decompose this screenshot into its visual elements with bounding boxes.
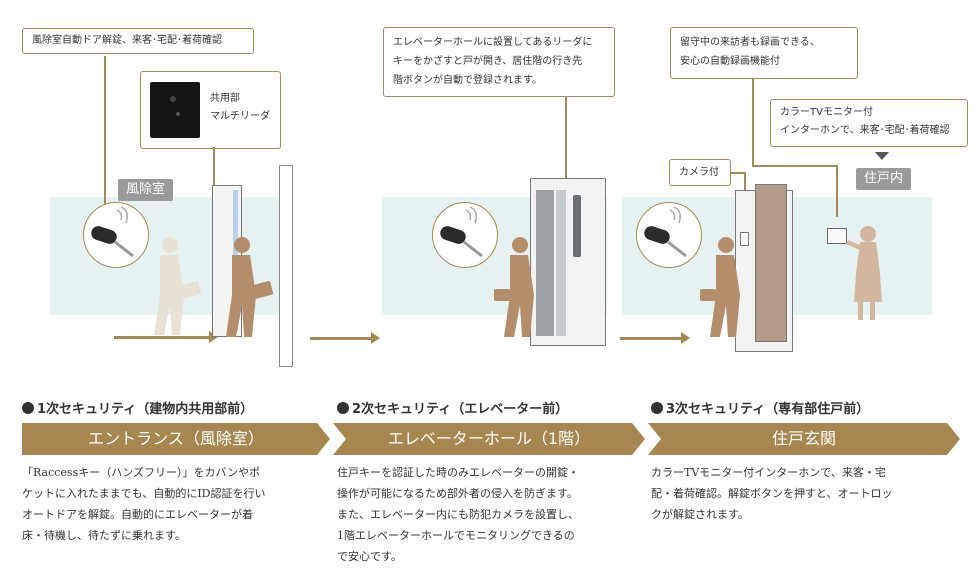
callout-entrance-unlock: 風除室自動ドア解錠、来客･宅配･着荷確認 xyxy=(22,28,254,54)
section-desc-3: カラーTVモニター付インターホンで、来客・宅 配・着荷確認。解錠ボタンを押すと、… xyxy=(651,466,893,521)
flow-arrow-1 xyxy=(310,332,380,344)
callout-line-2: インターホンで、来客･宅配･着荷確認 xyxy=(780,125,950,136)
bullet-icon xyxy=(337,402,349,414)
person-ghost-icon xyxy=(154,237,202,335)
section-heading-3: 3次セキュリティ（専有部住戸前） xyxy=(651,398,869,417)
unit-door xyxy=(755,184,787,342)
camera-label: カメラ付 xyxy=(679,167,719,178)
callout-camera: カメラ付 xyxy=(669,159,731,186)
partition-wall xyxy=(279,165,293,367)
person-walking-icon xyxy=(700,237,740,337)
section-heading-2: 2次セキュリティ（エレベーター前） xyxy=(337,398,568,417)
section-desc-1: 「Raccessキー（ハンズフリー）」をカバンやポ ケットに入れたままでも、自動… xyxy=(22,466,266,542)
callout-line-1: カラーTVモニター付 xyxy=(780,107,873,118)
heading-text: 3次セキュリティ（専有部住戸前） xyxy=(666,402,870,417)
heading-text: 1次セキュリティ（建物内共用部前） xyxy=(37,402,254,417)
smart-key-icon xyxy=(440,206,483,258)
heading-text: 2次セキュリティ（エレベーター前） xyxy=(352,402,569,417)
reader-label-1: 共用部 xyxy=(210,93,240,104)
callout-auto-record: 留守中の来訪者も録画できる、 安心の自動録画機能付 xyxy=(670,27,858,79)
callout-leader xyxy=(104,56,106,206)
callout-line-1: エレベーターホールに設置してあるリーダに xyxy=(393,37,593,48)
elevator-door-right xyxy=(556,190,566,336)
section-desc-2: 住戸キーを認証した時のみエレベーターの開錠・ 操作が可能になるため部外者の侵入を… xyxy=(337,466,579,563)
callout-multi-reader: 共用部 マルチリーダ xyxy=(140,71,281,149)
banner-entrance: エントランス（風除室） xyxy=(22,423,330,455)
callout-leader xyxy=(836,165,838,217)
resident-woman-icon xyxy=(846,226,882,320)
bullet-icon xyxy=(22,402,34,414)
camera-leader-h xyxy=(730,172,745,174)
bullet-icon xyxy=(651,402,663,414)
flow-arrow-2 xyxy=(620,332,690,344)
person-walking-icon xyxy=(226,237,274,337)
section-heading-1: 1次セキュリティ（建物内共用部前） xyxy=(22,398,253,417)
person-walking-icon xyxy=(494,237,534,337)
indoor-monitor-icon xyxy=(827,228,847,244)
smart-key-icon xyxy=(91,206,134,258)
banner-unit-entrance: 住戸玄関 xyxy=(648,423,960,455)
callout-elevator-reader: エレベーターホールに設置してあるリーダに キーをかざすと戸が開き、居住階の行き先… xyxy=(383,27,615,97)
callout-text: 風除室自動ドア解錠、来客･宅配･着荷確認 xyxy=(32,35,222,46)
room-tag-vestibule: 風除室 xyxy=(118,179,174,201)
callout-line-2: キーをかざすと戸が開き、居住階の行き先 xyxy=(393,56,583,67)
callout-leader xyxy=(752,78,754,166)
callout-line-1: 留守中の来訪者も録画できる、 xyxy=(680,37,820,48)
callout-leader xyxy=(565,96,567,206)
elevator-panel xyxy=(573,195,581,257)
floor-arrow xyxy=(114,331,218,343)
reader-label-2: マルチリーダ xyxy=(210,111,270,122)
smart-key-icon xyxy=(644,206,687,258)
pointer-triangle-icon xyxy=(875,152,889,160)
banner-elevator-hall: エレベーターホール（1階） xyxy=(333,423,645,455)
callout-line-2: 安心の自動録画機能付 xyxy=(680,56,780,67)
reader-device-image xyxy=(150,82,200,138)
door-intercom xyxy=(740,232,749,246)
callout-leader-h xyxy=(752,165,837,167)
callout-line-3: 階ボタンが自動で登録されます。 xyxy=(393,75,542,86)
elevator-door-left xyxy=(536,190,554,336)
room-tag-unit-interior: 住戸内 xyxy=(856,168,912,190)
callout-tv-monitor: カラーTVモニター付 インターホンで、来客･宅配･着荷確認 xyxy=(770,99,968,147)
